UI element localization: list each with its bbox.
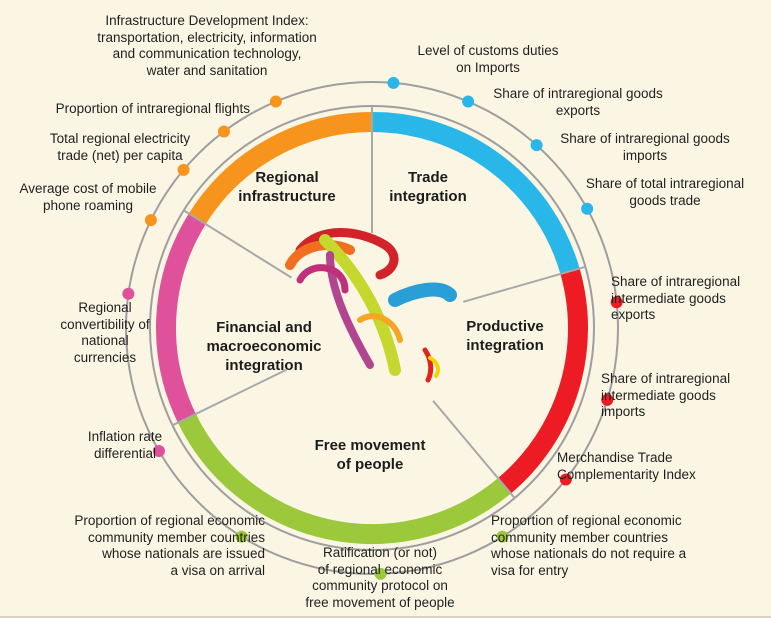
dot-protocol-ratification [374,567,387,580]
dot-mobile-roaming [144,214,157,227]
dimension-regional-infrastructure: Regional infrastructure [238,169,336,205]
dimension-free-movement: Free movement of people [314,437,426,473]
dot-customs-duties [387,76,400,89]
bottom-rule [0,616,771,618]
arc-financial [156,213,206,423]
dimension-productive-integration: Productive integration [466,318,544,354]
indicator-protocol-ratification: Ratification (or not) of regional econom… [305,545,455,610]
indicator-intraregional-flights: Proportion of intraregional flights [55,101,250,116]
indicator-complementarity-index: Merchandise Trade Complementarity Index [557,450,696,482]
indicator-mobile-roaming: Average cost of mobile phone roaming [19,181,157,213]
logo-ribbon-small-red [422,347,434,383]
indicator-infrastructure-index: Infrastructure Development Index: transp… [97,13,317,78]
dot-goods-imports [530,139,543,152]
indicator-visa-on-arrival: Proportion of regional economic communit… [74,513,265,578]
segment-divider-5 [183,209,292,279]
africa-ribbon-logo [285,228,457,383]
indicator-electricity-trade: Total regional electricity trade (net) p… [49,131,191,163]
arc-infrastructure [188,112,373,225]
dot-intraregional-flights [217,125,230,138]
dot-complementarity-index [559,473,572,486]
segment-divider-2 [463,265,586,303]
indicator-visa-not-required: Proportion of regional economic communit… [491,513,687,578]
dot-currency-convertibility [122,287,135,300]
dot-visa-on-arrival [235,530,248,543]
dot-infrastructure-index [269,95,282,108]
dimension-trade-integration: Trade integration [389,169,467,205]
segment-divider-4 [172,368,288,427]
logo-ribbon-orange [285,240,355,270]
dot-goods-exports [462,95,475,108]
dot-total-goods-trade [581,202,594,215]
dot-visa-not-required [496,530,509,543]
logo-ribbon-red [295,228,399,280]
outer-ring [125,81,619,575]
dimension-financial-macroeconomic: Financial and macroeconomic integration [206,319,322,374]
arc-trade [371,112,580,274]
dot-inflation-differential [152,445,165,457]
indicator-goods-exports: Share of intraregional goods exports [493,86,663,118]
indicator-goods-imports: Share of intraregional goods imports [560,131,730,163]
indicator-intermediate-imports: Share of intraregional intermediate good… [601,371,731,419]
logo-ribbon-amber [357,313,403,343]
segment-divider-3 [432,400,516,499]
arc-free-movement [177,413,511,544]
indicator-currency-convertibility: Regional convertibility of national curr… [60,300,150,365]
logo-ribbon-small-yellow [428,356,440,378]
indicator-customs-duties: Level of customs duties on Imports [417,43,559,75]
logo-ribbon-teal [388,282,457,307]
indicator-inflation-differential: Inflation rate differential [87,429,163,461]
arc-productive [497,268,588,494]
logo-ribbon-green [319,234,401,376]
dot-electricity-trade [177,163,190,176]
indicator-total-goods-trade: Share of total intraregional goods trade [585,176,745,208]
dot-intermediate-exports [610,296,623,309]
logo-ribbon-magenta [296,264,349,294]
dot-intermediate-imports [601,393,614,406]
indicator-intermediate-exports: Share of intraregional intermediate good… [611,274,741,322]
